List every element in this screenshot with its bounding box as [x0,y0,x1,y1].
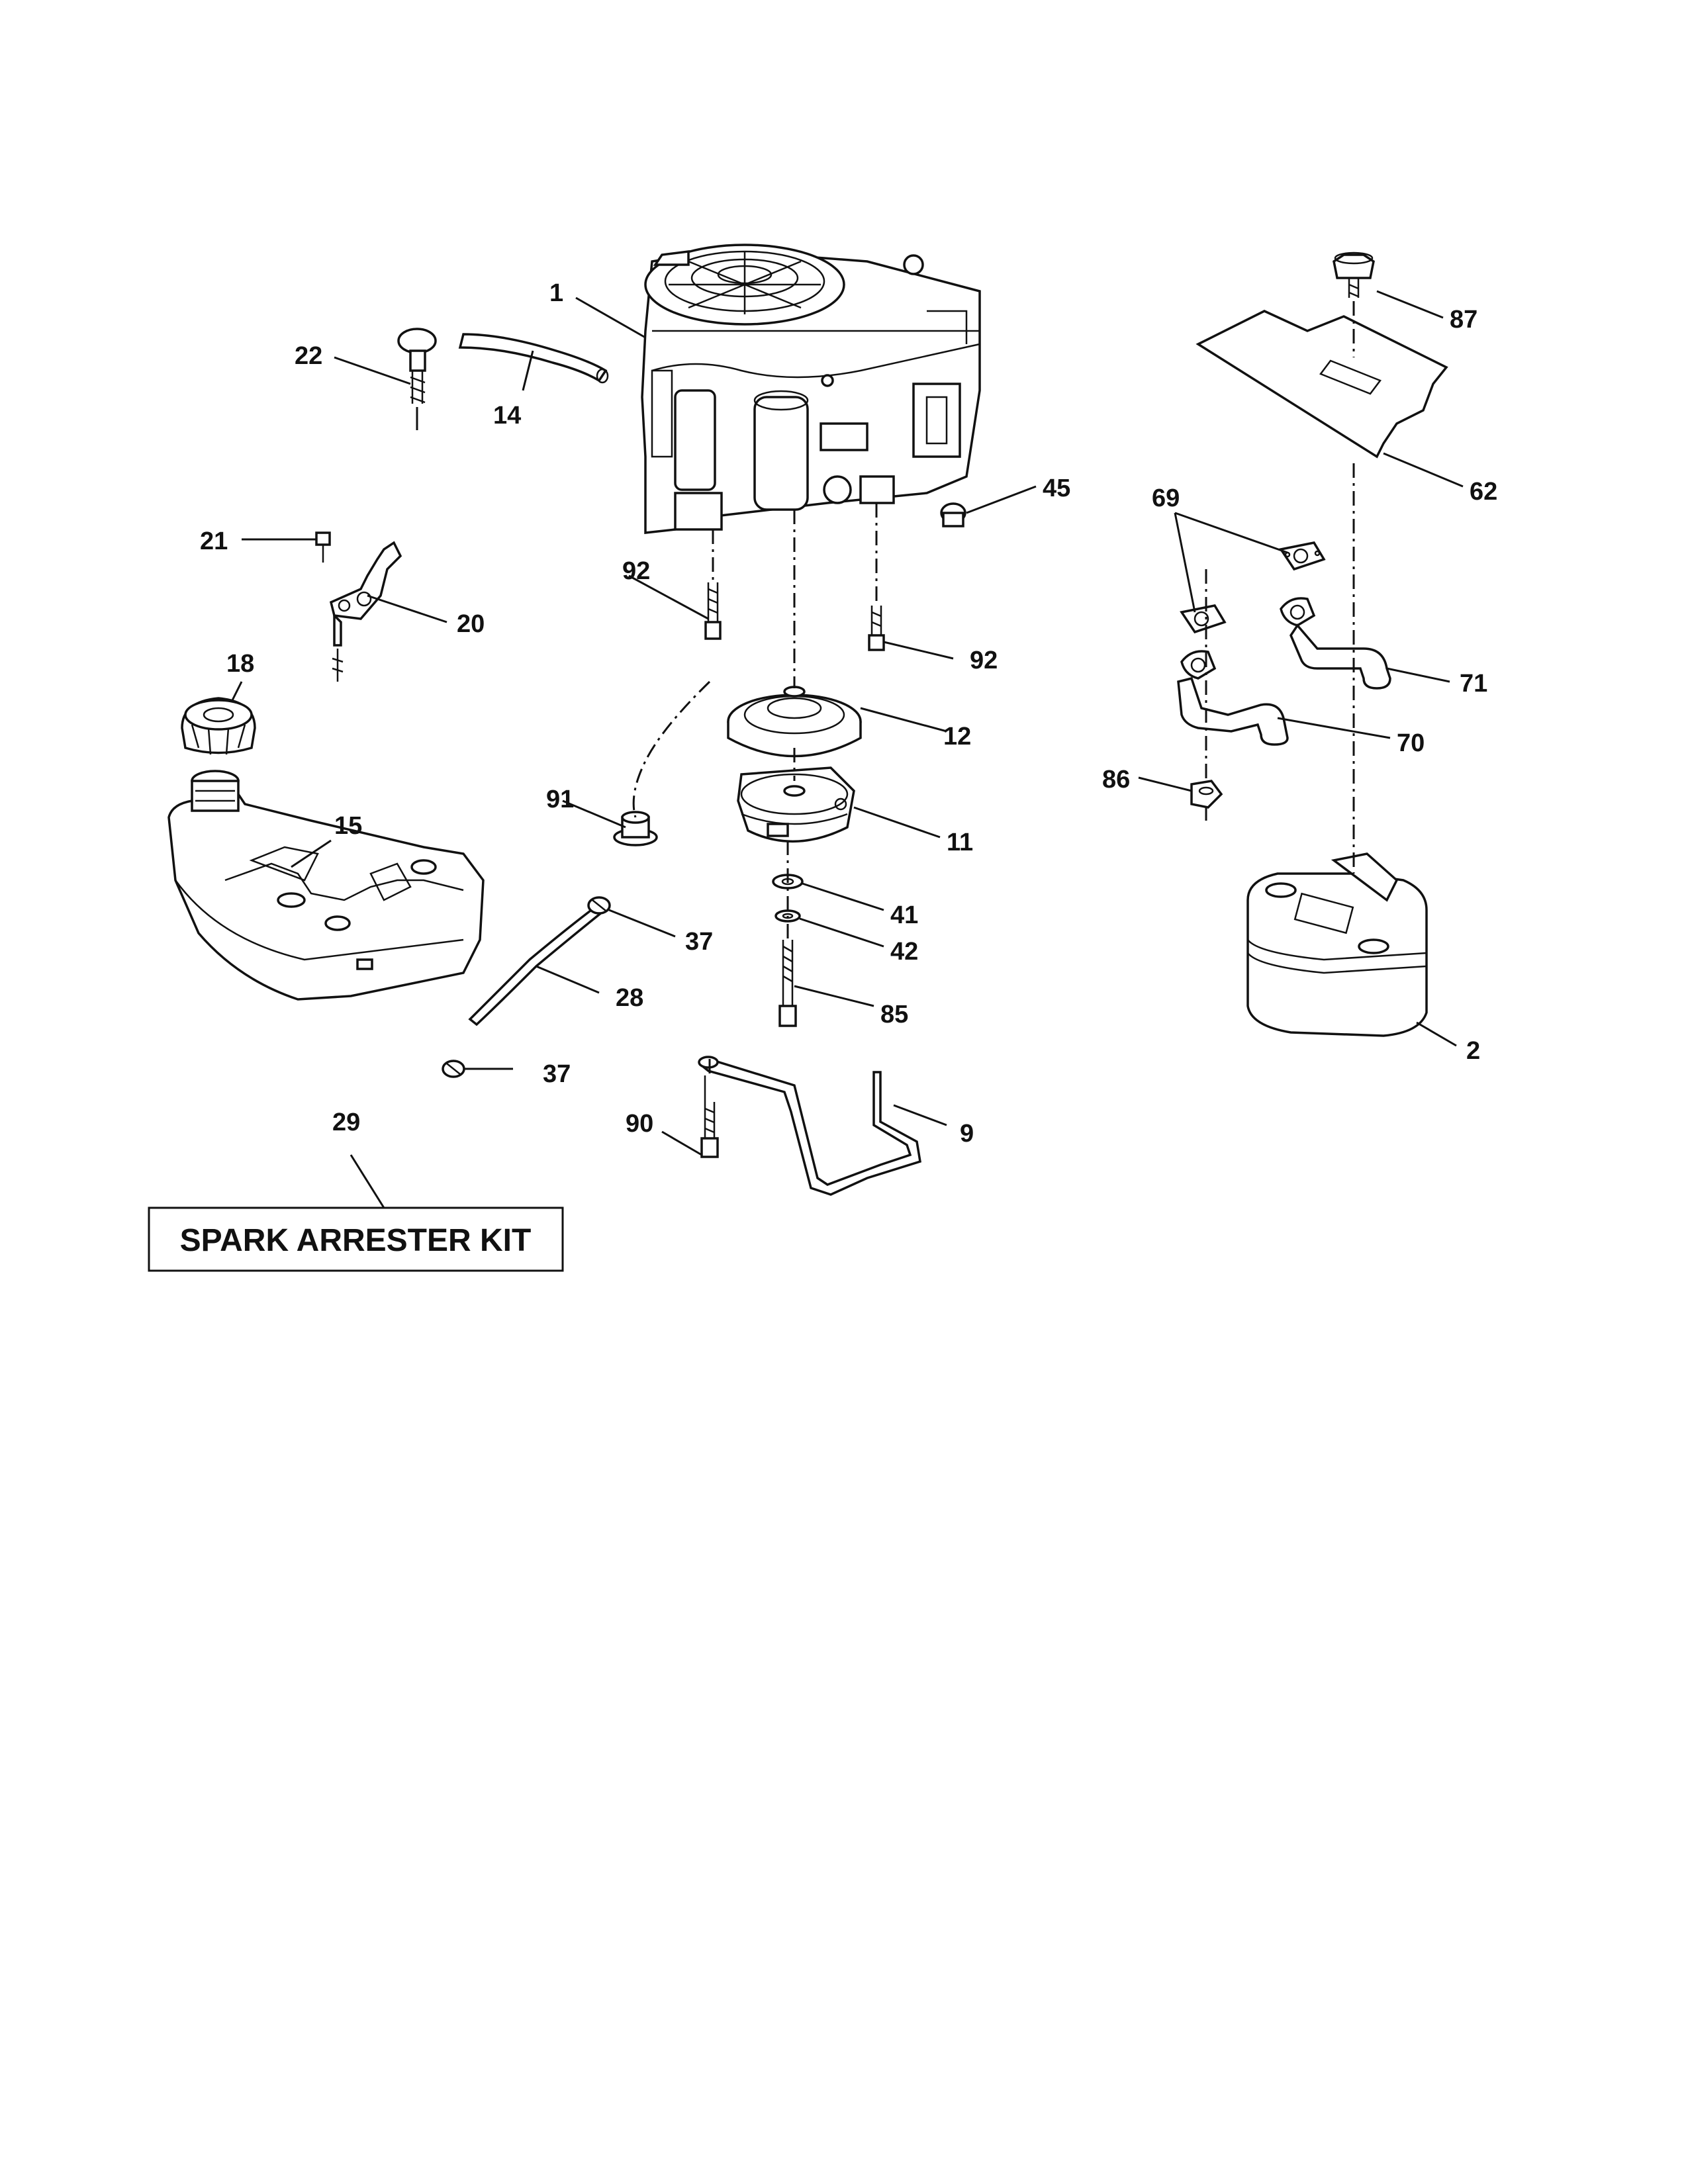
callout-15: 15 [334,812,362,840]
callout-18: 18 [226,650,254,678]
bolt-85 [778,940,797,1027]
hose-clamp-37-upper [587,896,611,915]
callout-37-upper: 37 [685,928,713,956]
callout-90: 90 [626,1110,653,1138]
exhaust-pipe-71 [1280,597,1391,690]
heat-shield-62 [1196,310,1448,459]
callout-91: 91 [546,786,574,813]
throttle-bracket-20 [315,531,402,682]
callout-labels: 1 2 9 11 12 14 15 18 20 21 22 28 29 37 3… [200,279,1497,1148]
bolt-92-left [704,582,722,640]
callout-71: 71 [1460,670,1487,698]
fuel-line-14 [458,333,608,383]
drain-valve-22 [397,328,437,430]
callout-92-left: 92 [622,557,650,585]
callout-86: 86 [1102,766,1130,794]
callout-9: 9 [960,1120,974,1148]
pulley-12 [727,686,862,758]
bolt-92-right [868,606,885,651]
nut-86 [1190,780,1223,809]
rod-9 [700,1058,921,1196]
hose-clamp-37-lower [442,1060,465,1078]
callout-85: 85 [880,1001,908,1028]
callout-14: 14 [493,402,521,430]
muffler-2 [1246,852,1428,1037]
callout-70: 70 [1397,729,1425,757]
knob-87 [1333,251,1375,298]
gasket-69-upper [1279,541,1326,571]
fuel-cap-18 [181,697,256,755]
leader-lines [230,290,1464,1208]
spark-arrester-kit-label: SPARK ARRESTER KIT [180,1223,532,1258]
callout-12: 12 [943,723,971,751]
callout-20: 20 [457,610,485,638]
callout-11: 11 [947,829,973,856]
callout-92-right: 92 [970,647,998,674]
callout-22: 22 [295,342,322,370]
exhaust-pipe-70 [1177,650,1289,746]
spark-arrester-kit-box: SPARK ARRESTER KIT [148,1206,564,1272]
gasket-69-lower [1180,604,1227,634]
callout-21: 21 [200,527,228,555]
callout-2: 2 [1466,1037,1480,1065]
engine-assembly [641,244,981,534]
callout-62: 62 [1470,478,1497,506]
alignment-lines [632,301,1355,1075]
bolt-90 [700,1075,719,1158]
fitting-45 [940,502,966,527]
callout-42: 42 [890,938,918,966]
electric-clutch-11 [737,766,855,843]
callout-87: 87 [1450,306,1477,334]
callout-45: 45 [1043,475,1070,502]
callout-41: 41 [890,901,918,929]
callout-28: 28 [616,984,643,1012]
callout-37-lower: 37 [543,1060,571,1088]
callout-69: 69 [1152,484,1180,512]
fuel-tank-15 [167,770,485,1001]
callout-1: 1 [549,279,563,307]
callout-29: 29 [332,1109,360,1136]
fuel-hose-28 [468,905,604,1026]
